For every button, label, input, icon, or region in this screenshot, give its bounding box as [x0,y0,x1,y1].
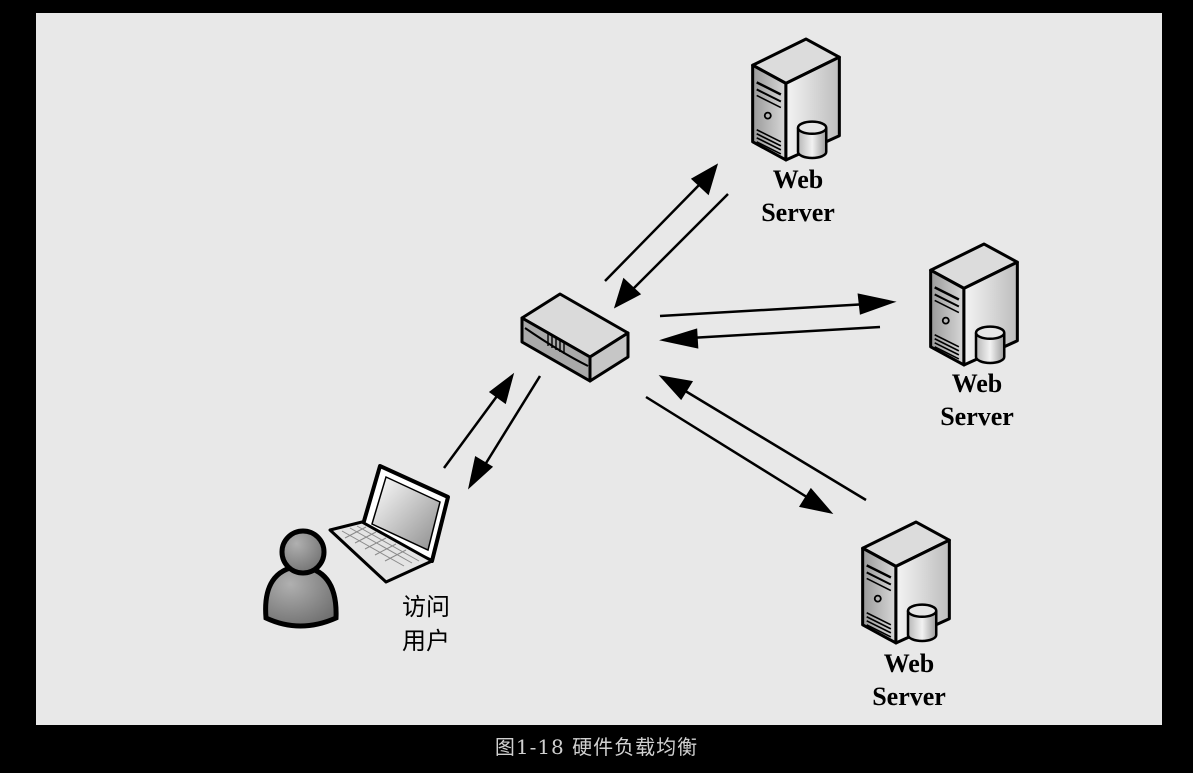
connection-arrows [442,163,897,514]
laptop-icon [328,464,450,584]
server-label-line1: Web [951,369,1003,398]
web-server-label-top: Web Server [738,163,858,229]
server-label-line1: Web [772,165,824,194]
user-person-icon [263,528,339,629]
user-label-line2: 用户 [402,627,450,655]
server-label-line2: Server [940,402,1014,431]
server-label-line2: Server [761,198,835,227]
server-label-line1: Web [883,649,935,678]
figure-caption: 图1-18 硬件负载均衡 [494,735,699,759]
web-server-icon-middle [929,242,1019,367]
load-balancer-icon [520,292,630,383]
web-server-icon-bottom [861,520,951,645]
user-label: 访问 用户 [386,590,466,658]
web-server-label-bottom: Web Server [849,647,969,713]
web-server-icon-top [751,37,841,162]
user-label-line1: 访问 [402,593,450,621]
server-label-line2: Server [872,682,946,711]
web-server-label-middle: Web Server [917,367,1037,433]
